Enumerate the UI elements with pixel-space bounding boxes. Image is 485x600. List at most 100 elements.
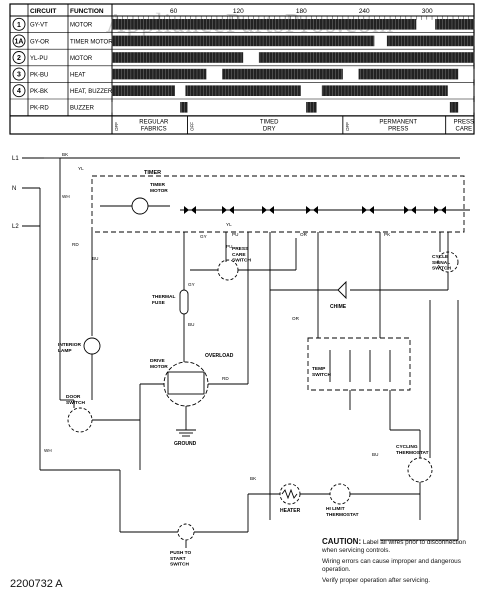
label-press-care-switch: PRESS <box>232 246 249 252</box>
label-l2: L2 <box>12 224 19 230</box>
component-labels: L1 N L2 TIMER CHIME OVERLOAD GROUND HEAT… <box>12 156 347 514</box>
caution-line-1: Label all wires prior to disconnection w… <box>322 539 466 554</box>
caution-title: CAUTION: <box>322 537 362 546</box>
label-cycling-thermostat: CYCLING <box>396 444 418 450</box>
label-temp-switch: SWITCH <box>312 372 331 378</box>
wire-code: PK-BU <box>30 73 48 79</box>
section-label: PERMANENT <box>379 120 417 126</box>
header-circuit: CIRCUIT <box>30 8 56 15</box>
off-label: OFF <box>345 122 350 131</box>
wire-color-tag: PU <box>232 232 238 237</box>
tick-label: 180 <box>296 8 307 15</box>
wire-color-tag: RD <box>222 376 229 381</box>
label-overload: OVERLOAD <box>205 353 234 359</box>
off-label: OFF <box>190 122 195 131</box>
caution-line-2: Wiring errors can cause improper and dan… <box>322 558 461 573</box>
wire-color-tag: BK <box>250 476 257 481</box>
on-segment <box>258 52 474 63</box>
circuit-badge <box>12 17 26 31</box>
timer-contacts <box>184 206 446 214</box>
circuit-number: 1 <box>17 22 21 29</box>
circuit-number: 2 <box>17 55 21 62</box>
section-label: TIMED <box>260 120 279 126</box>
label-ground: GROUND <box>174 441 197 447</box>
label-push-to-start-switch: SWITCH <box>170 562 189 568</box>
wire-color-tag: GY <box>188 282 195 287</box>
on-segment <box>321 85 448 96</box>
caution-note: CAUTION: Label all wires prior to discon… <box>322 538 482 588</box>
circuit-badge <box>12 51 26 64</box>
header-function: FUNCTION <box>70 8 104 15</box>
label-interior-lamp: LAMP <box>58 348 72 354</box>
on-segment <box>185 85 301 96</box>
wire-color-tag: BK <box>62 152 69 157</box>
circuit-badge <box>12 67 26 81</box>
wire-code: PK-RD <box>30 106 49 112</box>
wire-code: PK-BK <box>30 89 48 95</box>
label-temp-switch: TEMP <box>312 366 326 372</box>
wire-color-tag: OR <box>292 316 300 321</box>
tick-label: 240 <box>359 8 370 15</box>
caution-line-3: Verify proper operation after servicing. <box>322 577 430 584</box>
tick-label: 60 <box>170 8 178 15</box>
section-label: CARE <box>455 127 472 133</box>
on-segment <box>222 68 343 80</box>
circuit-number: 4 <box>17 88 21 95</box>
wire-code: GY-OR <box>30 39 50 45</box>
wire-color-tag: WH <box>44 448 52 453</box>
label-push-to-start-switch: PUSH TO <box>170 550 192 556</box>
section-label: PRESS <box>454 120 474 126</box>
multiline-labels: TIMERMOTORPRESSCARESWITCHCYCLESIGNALSWIT… <box>58 182 451 568</box>
label-press-care-switch: CARE <box>232 252 246 258</box>
on-segment <box>112 52 244 63</box>
on-segment <box>112 19 417 30</box>
function-label: BUZZER <box>70 106 95 112</box>
on-segment <box>358 68 459 80</box>
wire-color-tag: BU <box>92 256 98 261</box>
wire-color-tag: YL <box>78 166 84 171</box>
label-drive-motor: DRIVE <box>150 358 165 364</box>
label-l1: L1 <box>12 156 19 162</box>
label-drive-motor: MOTOR <box>150 364 168 370</box>
off-label: OFF <box>114 122 119 131</box>
wire-color-tag: WH <box>62 194 70 199</box>
wire-code: GY-VT <box>30 23 48 29</box>
label-thermal-fuse: FUSE <box>152 300 166 306</box>
wire-color-tag: RD <box>72 242 79 247</box>
on-segment <box>449 102 459 113</box>
label-chime: CHIME <box>330 304 347 310</box>
function-label: HEAT, BUZZER <box>70 89 113 95</box>
label-timer-motor: MOTOR <box>150 188 168 194</box>
label-push-to-start-switch: START <box>170 556 186 562</box>
label-timer: TIMER <box>144 170 161 176</box>
function-label: HEAT <box>70 73 86 79</box>
label-thermal-fuse: THERMAL <box>152 294 176 300</box>
schematic <box>22 157 470 548</box>
wire-color-tag: OR <box>300 232 308 237</box>
label-heater: HEATER <box>280 508 301 514</box>
label-cycling-thermostat: THERMOSTAT <box>396 450 429 456</box>
label-n: N <box>12 186 16 192</box>
function-label: MOTOR <box>70 23 93 29</box>
circuit-number: 1A <box>15 38 24 45</box>
label-door-switch: SWITCH <box>66 400 85 406</box>
wire-color-tag: GY <box>200 234 207 239</box>
wire-color-tag: BU <box>188 322 194 327</box>
on-segment <box>306 102 317 113</box>
function-label: MOTOR <box>70 56 93 62</box>
label-press-care-switch: SWITCH <box>232 258 251 264</box>
tick-label: 300 <box>422 8 433 15</box>
label-cycle-signal-switch: SWITCH <box>432 266 451 272</box>
circuit-badge <box>12 84 26 98</box>
circuit-badge <box>12 34 26 48</box>
label-interior-lamp: INTERIOR <box>58 342 81 348</box>
label-hi-limit-thermostat: HI LIMIT <box>326 506 345 512</box>
tick-label: 120 <box>233 8 244 15</box>
section-label: REGULAR <box>139 120 169 126</box>
timeline-tick-labels: 60 120 180 240 300 <box>111 8 475 20</box>
label-door-switch: DOOR <box>66 394 81 400</box>
